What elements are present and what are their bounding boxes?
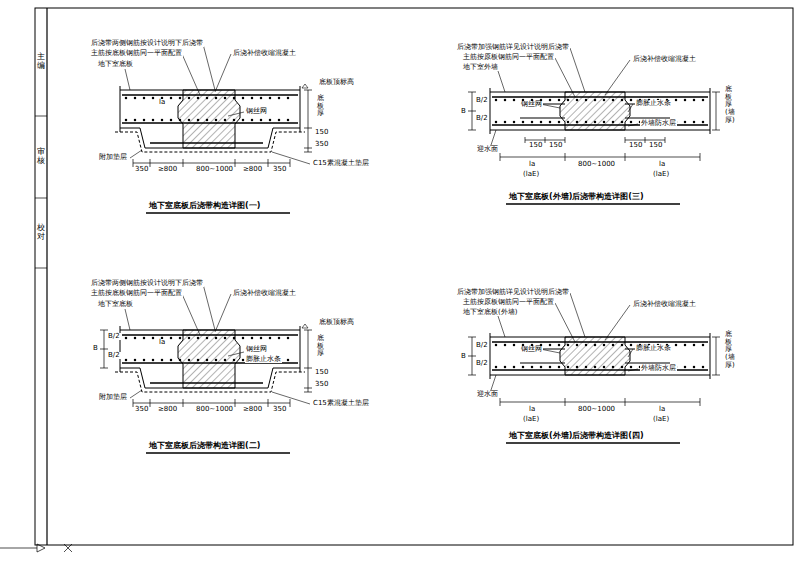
dimension-label: la	[528, 161, 536, 168]
dimension-label: (laE)	[522, 416, 540, 423]
note-label: 后浇补偿收缩混凝土	[232, 290, 297, 297]
dimension-label: 350	[314, 141, 329, 148]
title-block-text: 审核	[37, 148, 45, 166]
dimension-label: B	[460, 108, 467, 115]
dimension-label: 800~1000	[577, 406, 616, 413]
note-label: 主筋按原板钢筋同一平面配置	[462, 299, 555, 306]
dimension-label: 800~1000	[195, 166, 234, 173]
note-label: 后浇带两侧钢筋按设计说明下后浇带	[90, 280, 204, 287]
note-label: 地下室底板	[97, 301, 134, 308]
detail-title: 地下室底板后浇带构造详图(一)	[148, 202, 261, 210]
dimension-label: la	[658, 406, 666, 413]
note-label: 主筋按底板钢筋同一平面配置	[90, 290, 183, 297]
note-label: 地下室底板(外墙)	[462, 309, 518, 316]
dimension-label: 底板厚(墙厚)	[724, 86, 733, 124]
dimension-label: B/2	[107, 352, 121, 359]
title-block-cell: 主编	[35, 12, 47, 112]
note-label: 钢丝网	[520, 346, 543, 353]
note-label: 迎水面	[476, 391, 499, 398]
dimension-label: la	[158, 339, 166, 346]
note-label: C15素混凝土垫层	[312, 160, 370, 167]
note-label: 外墙防水层	[640, 120, 677, 127]
dimension-label: B/2	[475, 97, 489, 104]
dimension-label: (laE)	[522, 171, 540, 178]
note-label: 底板顶标高	[318, 79, 355, 86]
title-block-cell: 审核	[35, 120, 47, 194]
dimension-label: ≥800	[157, 406, 178, 413]
dimension-label: 800~1000	[195, 406, 234, 413]
dimension-label: 底板厚	[316, 95, 325, 118]
note-label: 后浇补偿收缩混凝土	[232, 50, 297, 57]
dimension-label: 350	[272, 166, 287, 173]
detail-title: 地下室底板(外墙)后浇带构造详图(四)	[508, 432, 645, 440]
note-label: 膨胀止水条	[635, 100, 672, 107]
note-label: 主筋按原板钢筋同一平面配置	[462, 54, 555, 61]
dimension-label: la	[528, 406, 536, 413]
detail-title: 地下室底板后浇带构造详图(二)	[148, 442, 261, 450]
dimension-label: ≥800	[157, 166, 178, 173]
dimension-label: 150	[648, 142, 663, 149]
dimension-label: ≥800	[242, 406, 263, 413]
note-label: 后浇带加强钢筋详见设计说明后浇带	[456, 44, 570, 51]
dimension-label: B/2	[475, 342, 489, 349]
dimension-label: 350	[134, 166, 149, 173]
dimension-label: 150	[548, 142, 563, 149]
dimension-label: 150	[314, 129, 329, 136]
dimension-label: B	[92, 345, 99, 352]
title-block-text: 主编	[37, 53, 45, 71]
detail-title: 地下室底板(外墙)后浇带构造详图(三)	[508, 193, 645, 201]
note-label: 迎水面	[476, 146, 499, 153]
dimension-label: B	[460, 353, 467, 360]
dimension-label: 350	[314, 381, 329, 388]
dimension-label: 150	[314, 369, 329, 376]
note-label: 地下室外墙	[462, 64, 499, 71]
note-label: 后浇补偿收缩混凝土	[632, 56, 697, 63]
dimension-label: 150	[628, 142, 643, 149]
title-block-cell: 校对	[35, 202, 47, 264]
dimension-label: ≥800	[242, 166, 263, 173]
note-label: 地下室底板	[97, 61, 134, 68]
dimension-label: B/2	[107, 333, 121, 340]
note-label: 后浇补偿收缩混凝土	[632, 301, 697, 308]
title-block-text: 校对	[37, 224, 45, 242]
dimension-label: 350	[272, 406, 287, 413]
dimension-label: 底板厚(墙厚)	[724, 331, 733, 369]
note-label: 后浇带加强钢筋详见设计说明后浇带	[456, 289, 570, 296]
dimension-label: 150	[528, 142, 543, 149]
dimension-label: B/2	[475, 360, 489, 367]
note-label: 底板顶标高	[318, 319, 355, 326]
note-label: 附加垫层	[98, 394, 128, 401]
dimension-label: la	[658, 161, 666, 168]
note-label: 膨胀止水条	[245, 356, 282, 363]
dimension-label: 350	[134, 406, 149, 413]
note-label: C15素混凝土垫层	[312, 400, 370, 407]
note-label: 附加垫层	[98, 154, 128, 161]
dimension-label: B/2	[475, 115, 489, 122]
dimension-label: (laE)	[652, 416, 670, 423]
dimension-label: 800~1000	[577, 161, 616, 168]
note-label: 钢丝网	[245, 346, 268, 353]
note-label: 外墙防水层	[640, 365, 677, 372]
dimension-label: (laE)	[652, 171, 670, 178]
dimension-label: 底板厚	[316, 335, 325, 358]
note-label: 膨胀止水条	[635, 345, 672, 352]
note-label: 钢丝网	[520, 101, 543, 108]
note-label: 钢丝网	[245, 108, 268, 115]
dimension-label: la	[158, 99, 166, 106]
note-label: 主筋按底板钢筋同一平面配置	[90, 50, 183, 57]
note-label: 后浇带两侧钢筋按设计说明下后浇带	[90, 40, 204, 47]
